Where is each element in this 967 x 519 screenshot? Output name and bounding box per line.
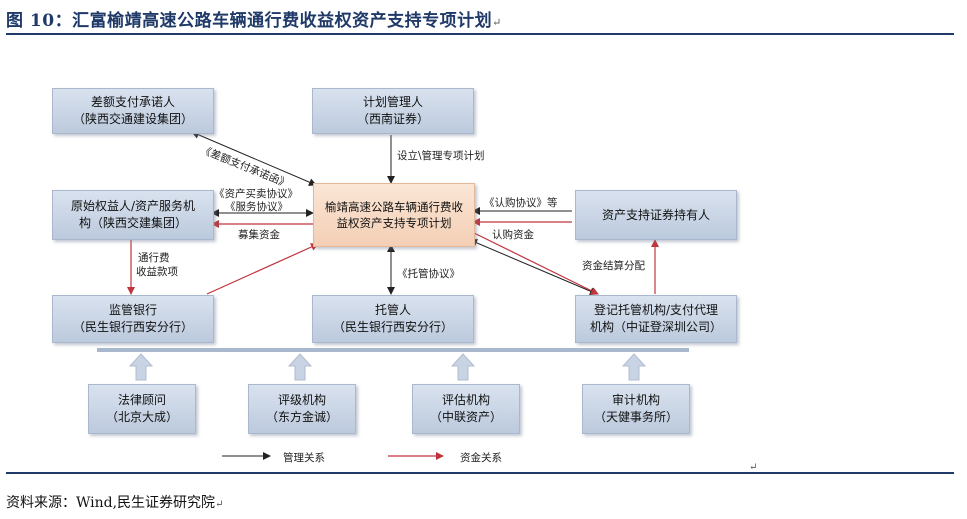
box-line: 评估机构 [441, 393, 490, 407]
box-supervisor-bank: 监管银行 （民生银行西安分行） [52, 295, 214, 343]
box-line: 差额支付承诺人 [90, 95, 175, 109]
box-line: 审计机构 [611, 393, 660, 407]
box-line: （民生银行西安分行） [332, 320, 453, 334]
box-legal: 法律顾问 （北京大成） [88, 384, 196, 434]
label-custody-agreement: 《托管协议》 [397, 268, 460, 280]
box-appraisal: 评估机构 （中联资产） [412, 384, 520, 434]
box-line: （陕西交通建设集团） [72, 112, 193, 126]
box-line: （民生银行西安分行） [72, 320, 193, 334]
box-line: 资产支持证券持有人 [601, 207, 710, 222]
box-audit: 审计机构 （天健事务所） [582, 384, 690, 434]
box-line: 榆靖高速公路车辆通行费收 [325, 200, 463, 214]
arrow-diff-payer-center [191, 131, 317, 186]
label-service-agreement: 《服务协议》 [225, 201, 288, 213]
legend-funds-label: 资金关系 [460, 452, 502, 464]
label-asset-sale: 《资产买卖协议》 [214, 188, 298, 200]
box-line: 构（陕西交建集团） [78, 216, 187, 230]
box-center-plan: 榆靖高速公路车辆通行费收 益权资产支持专项计划 [313, 183, 475, 247]
label-raise-funds: 募集资金 [238, 229, 280, 241]
up-arrow-legal [128, 353, 154, 381]
box-line: （天健事务所） [593, 410, 678, 424]
bottom-rule [6, 472, 954, 474]
arrow-funds-bank-center [206, 243, 319, 295]
box-line: 登记托管机构/支付代理 [593, 303, 719, 317]
box-line: 计划管理人 [362, 95, 423, 109]
label-settlement: 资金结算分配 [582, 260, 645, 272]
box-diff-payer: 差额支付承诺人 （陕西交通建设集团） [52, 88, 214, 134]
source-note: 资料来源：Wind,民生证券研究院↵ [6, 495, 224, 511]
box-originator: 原始权益人/资产服务机 构（陕西交建集团） [52, 190, 214, 240]
box-line: 原始权益人/资产服务机 [70, 199, 196, 213]
up-arrow-appraisal [450, 353, 476, 381]
box-line: （中联资产） [429, 410, 502, 424]
title-rule [6, 33, 954, 35]
box-line: 机构（中证登深圳公司） [589, 320, 722, 334]
label-subscription-agreement: 《认购协议》等 [484, 197, 558, 209]
box-line: 法律顾问 [117, 393, 166, 407]
box-line: （北京大成） [105, 410, 178, 424]
box-custodian: 托管人 （民生银行西安分行） [312, 295, 474, 343]
label-toll-income-2: 收益款项 [136, 266, 178, 278]
box-line: 托管人 [374, 303, 411, 317]
box-line: 益权资产支持专项计划 [336, 216, 452, 230]
up-arrow-audit [621, 353, 647, 381]
page-title: 图 10：汇富榆靖高速公路车辆通行费收益权资产支持专项计划↵ [6, 11, 502, 31]
box-registrar: 登记托管机构/支付代理 机构（中证登深圳公司） [575, 295, 737, 343]
box-line: （西南证券） [356, 112, 429, 126]
box-rating: 评级机构 （东方金诚） [248, 384, 356, 434]
label-subscription-funds: 认购资金 [492, 229, 534, 241]
return-mark: ↵ [749, 462, 758, 473]
box-holders: 资产支持证券持有人 [575, 190, 737, 240]
box-plan-manager: 计划管理人 （西南证券） [312, 88, 474, 134]
box-line: 监管银行 [108, 303, 157, 317]
legend-management-label: 管理关系 [283, 452, 325, 464]
label-toll-income-1: 通行费 [138, 252, 170, 264]
box-line: （东方金诚） [265, 410, 338, 424]
arrow-center-registrar [469, 239, 598, 295]
box-line: 评级机构 [277, 393, 326, 407]
arrow-funds-center-registrar [471, 231, 599, 295]
up-arrow-rating [287, 353, 313, 381]
label-setup-manage: 设立\管理专项计划 [397, 150, 485, 162]
